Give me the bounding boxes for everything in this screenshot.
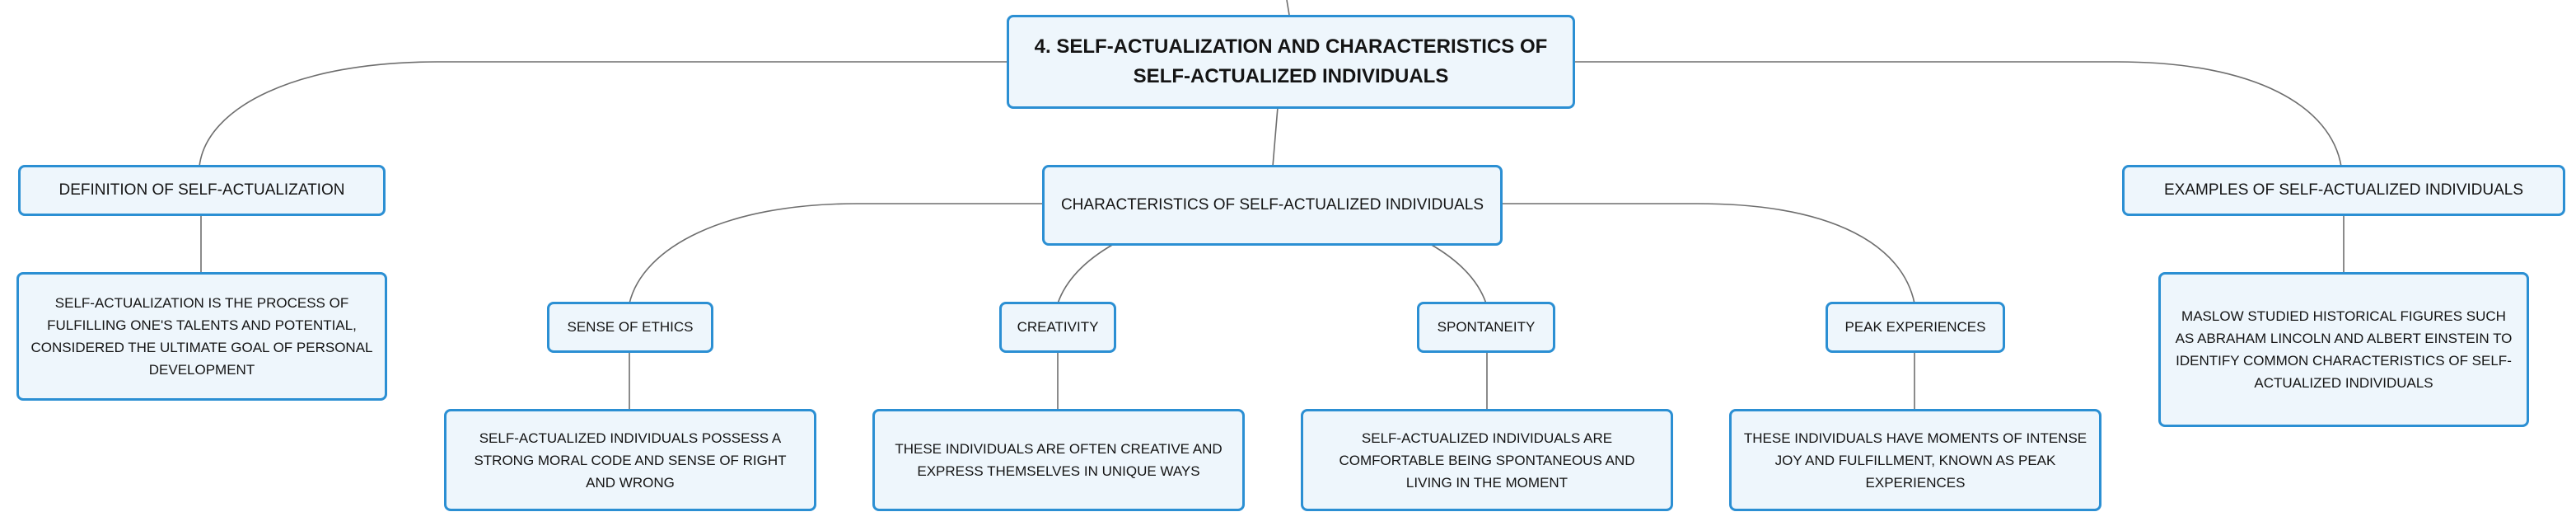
- connector-characteristics-peak: [1501, 203, 1915, 304]
- examples-detail-text: MASLOW STUDIED HISTORICAL FIGURES SUCH A…: [2175, 308, 2513, 391]
- definition-detail-node[interactable]: SELF-ACTUALIZATION IS THE PROCESS OF FUL…: [16, 272, 387, 401]
- definition-branch-node[interactable]: DEFINITION OF SELF-ACTUALIZATION: [18, 165, 386, 216]
- connector-characteristics-ethics: [629, 203, 1043, 304]
- characteristics-branch-label: CHARACTERISTICS OF SELF-ACTUALIZED INDIV…: [1060, 196, 1484, 214]
- peak-experiences-node[interactable]: PEAK EXPERIENCES: [1826, 302, 2005, 353]
- definition-detail-text: SELF-ACTUALIZATION IS THE PROCESS OF FUL…: [30, 295, 373, 378]
- spontaneity-label: SPONTANEITY: [1437, 319, 1536, 335]
- spontaneity-detail-text: SELF-ACTUALIZED INDIVIDUALS ARE COMFORTA…: [1339, 430, 1635, 491]
- root-topic-label: 4. SELF-ACTUALIZATION AND CHARACTERISTIC…: [1034, 35, 1548, 87]
- sense-of-ethics-node[interactable]: SENSE OF ETHICS: [547, 302, 713, 353]
- characteristics-branch-node[interactable]: CHARACTERISTICS OF SELF-ACTUALIZED INDIV…: [1042, 165, 1503, 246]
- connector-root-parent: [1286, 0, 1290, 16]
- connector-root-definition: [199, 61, 1010, 167]
- spontaneity-node[interactable]: SPONTANEITY: [1417, 302, 1555, 353]
- creativity-node[interactable]: CREATIVITY: [999, 302, 1116, 353]
- sense-of-ethics-detail-text: SELF-ACTUALIZED INDIVIDUALS POSSESS A ST…: [474, 430, 787, 491]
- definition-branch-label: DEFINITION OF SELF-ACTUALIZATION: [58, 181, 345, 199]
- connector-root-examples: [1573, 61, 2342, 167]
- examples-detail-node[interactable]: MASLOW STUDIED HISTORICAL FIGURES SUCH A…: [2158, 272, 2529, 427]
- peak-experiences-label: PEAK EXPERIENCES: [1844, 319, 1986, 335]
- root-topic-node[interactable]: 4. SELF-ACTUALIZATION AND CHARACTERISTIC…: [1007, 15, 1575, 109]
- creativity-label: CREATIVITY: [1017, 319, 1099, 335]
- peak-experiences-detail-node[interactable]: THESE INDIVIDUALS HAVE MOMENTS OF INTENS…: [1729, 409, 2101, 511]
- examples-branch-node[interactable]: EXAMPLES OF SELF-ACTUALIZED INDIVIDUALS: [2122, 165, 2565, 216]
- creativity-detail-text: THESE INDIVIDUALS ARE OFTEN CREATIVE AND…: [895, 441, 1223, 479]
- examples-branch-label: EXAMPLES OF SELF-ACTUALIZED INDIVIDUALS: [2163, 181, 2524, 199]
- connector-characteristics-creativity: [1057, 243, 1115, 304]
- connector-characteristics-spontaneity: [1429, 243, 1487, 304]
- connector-root-characteristics: [1272, 106, 1279, 167]
- creativity-detail-node[interactable]: THESE INDIVIDUALS ARE OFTEN CREATIVE AND…: [872, 409, 1245, 511]
- sense-of-ethics-detail-node[interactable]: SELF-ACTUALIZED INDIVIDUALS POSSESS A ST…: [444, 409, 816, 511]
- peak-experiences-detail-text: THESE INDIVIDUALS HAVE MOMENTS OF INTENS…: [1743, 430, 2087, 491]
- sense-of-ethics-label: SENSE OF ETHICS: [567, 319, 694, 335]
- spontaneity-detail-node[interactable]: SELF-ACTUALIZED INDIVIDUALS ARE COMFORTA…: [1301, 409, 1673, 511]
